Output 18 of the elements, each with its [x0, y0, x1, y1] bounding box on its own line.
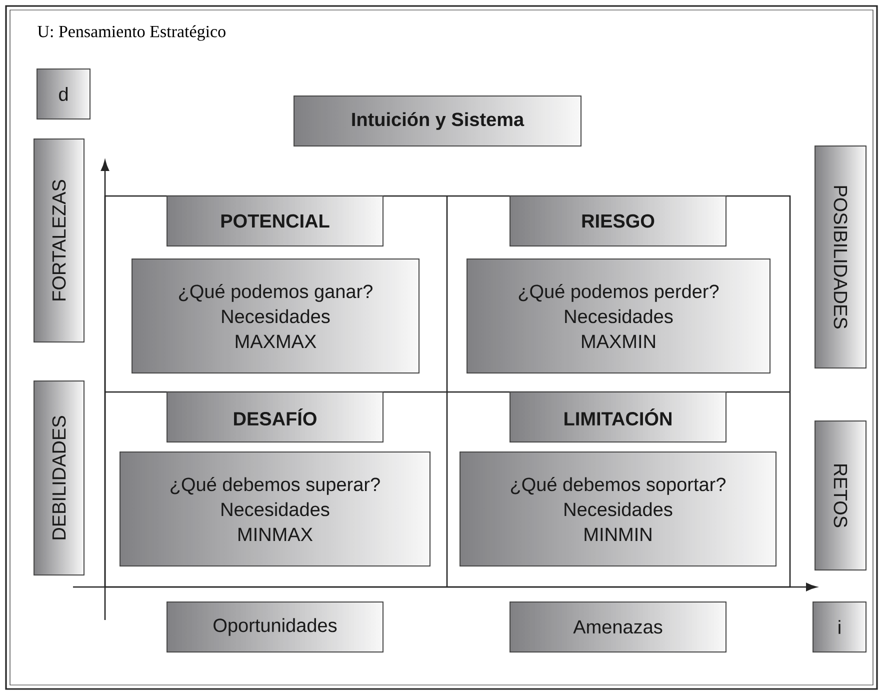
quadrant-title-box: DESAFÍO	[166, 392, 384, 442]
quadrant-title-box: POTENCIAL	[166, 196, 384, 246]
axis-label-box: Amenazas	[510, 602, 726, 652]
quadrant-text-box: ¿Qué podemos perder? Necesidades MAXMIN	[466, 258, 770, 374]
axis-label-box: FORTALEZAS	[34, 138, 84, 342]
quadrant-text-box: ¿Qué debemos superar? Necesidades MINMAX	[120, 452, 430, 566]
axis-label-box: RETOS	[814, 420, 866, 570]
axis-label-box: DEBILIDADES	[34, 380, 84, 576]
heading-box: Intuición y Sistema	[294, 96, 582, 146]
quadrant-text-box: ¿Qué podemos ganar? Necesidades MAXMAX	[132, 258, 420, 374]
quadrant-title-box: RIESGO	[510, 196, 726, 246]
letter-box: d	[36, 68, 90, 120]
letter-box: i	[812, 602, 866, 652]
quadrant-text-box: ¿Qué debemos soportar? Necesidades MINMIN	[460, 452, 776, 566]
axis-label-box: Oportunidades	[166, 602, 384, 652]
quadrant-title-box: LIMITACIÓN	[510, 392, 726, 442]
title: U: Pensamiento Estratégico	[38, 25, 226, 41]
axis-label-box: POSIBILIDADES	[814, 146, 866, 368]
